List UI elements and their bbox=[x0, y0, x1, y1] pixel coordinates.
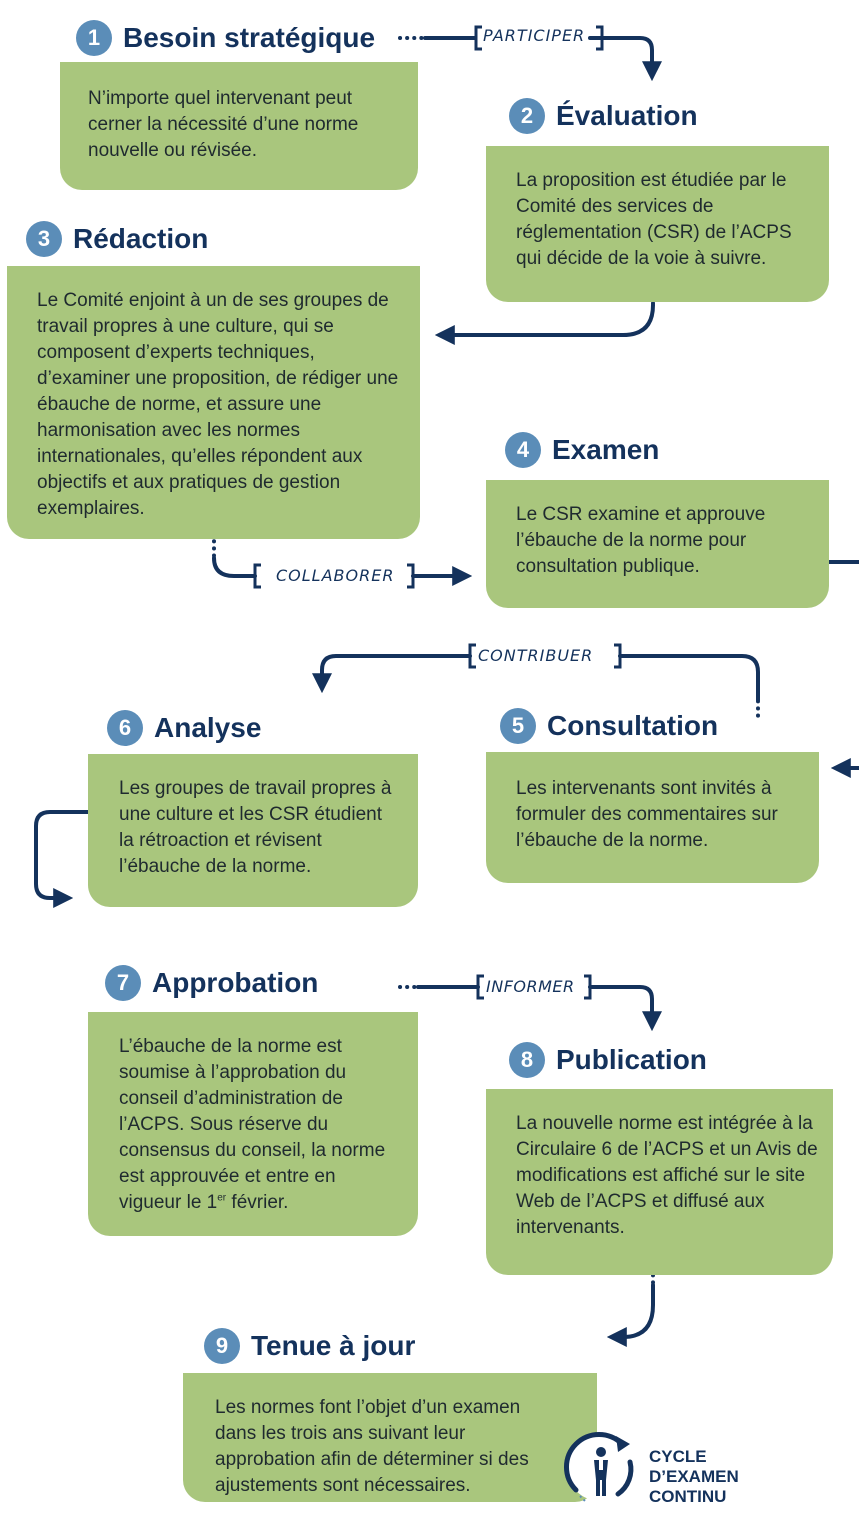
step-8-title: Publication bbox=[556, 1044, 707, 1075]
step-3-box: Le Comité enjoint à un de ses groupes de… bbox=[7, 266, 420, 539]
step-8-heading: 8 Publication bbox=[509, 1042, 707, 1078]
bracket-close-collaborer bbox=[407, 563, 415, 589]
bracket-open-contribuer bbox=[468, 643, 476, 669]
step-2-text: La proposition est étudiée par le Comité… bbox=[516, 170, 792, 269]
step-8-box: La nouvelle norme est intégrée à la Circ… bbox=[486, 1089, 833, 1275]
step-4-box: Le CSR examine et approuve l’ébauche de … bbox=[486, 480, 829, 608]
step-4-heading: 4 Examen bbox=[505, 432, 659, 468]
step-7-superscript: er bbox=[217, 1192, 227, 1204]
step-1-box: N’importe quel intervenant peut cerner l… bbox=[60, 62, 418, 190]
step-6-number: 6 bbox=[107, 710, 143, 746]
step-7-number: 7 bbox=[105, 965, 141, 1001]
step-7-box: L’ébauche de la norme est soumise à l’ap… bbox=[88, 1012, 418, 1236]
label-contribuer: CONTRIBUER bbox=[478, 646, 594, 665]
step-7-heading: 7 Approbation bbox=[105, 965, 318, 1001]
step-6-box: Les groupes de travail propres à une cul… bbox=[88, 754, 418, 907]
bracket-open-collaborer bbox=[253, 563, 261, 589]
step-8-number: 8 bbox=[509, 1042, 545, 1078]
step-6-heading: 6 Analyse bbox=[107, 710, 261, 746]
bracket-open-informer bbox=[476, 974, 484, 1000]
step-8-text: La nouvelle norme est intégrée à la Circ… bbox=[516, 1113, 818, 1238]
step-4-title: Examen bbox=[552, 434, 660, 465]
step-1-title: Besoin stratégique bbox=[123, 22, 376, 53]
arrow-informer bbox=[416, 985, 652, 1024]
step-5-text: Les intervenants sont invités à formuler… bbox=[516, 778, 778, 851]
arrow-participer bbox=[423, 36, 652, 74]
arrow-collaborer bbox=[212, 556, 465, 576]
step-1-number: 1 bbox=[76, 20, 112, 56]
step-5-title: Consultation bbox=[547, 710, 719, 741]
step-2-number: 2 bbox=[509, 98, 545, 134]
step-1-heading: 1 Besoin stratégique bbox=[76, 20, 375, 56]
continuous-review-cycle-icon bbox=[564, 1432, 634, 1503]
step-9-text: Les normes font l’objet d’un examen dans… bbox=[215, 1397, 529, 1496]
step-2-box: La proposition est étudiée par le Comité… bbox=[486, 146, 829, 302]
cycle-line-2: D’EXAMEN bbox=[649, 1467, 739, 1486]
step-5-number: 5 bbox=[500, 708, 536, 744]
cycle-line-3: CONTINU bbox=[649, 1487, 727, 1506]
arrow-evaluation-to-redaction bbox=[434, 303, 655, 345]
step-9-box: Les normes font l’objet d’un examen dans… bbox=[183, 1373, 597, 1502]
arrow-analyse-to-approbation bbox=[34, 810, 90, 908]
bracket-close-informer bbox=[584, 974, 592, 1000]
bracket-close-contribuer bbox=[614, 643, 622, 669]
step-5-heading: 5 Consultation bbox=[500, 708, 718, 744]
step-4-text: Le CSR examine et approuve l’ébauche de … bbox=[516, 504, 766, 577]
bracket-open-participer bbox=[474, 25, 482, 51]
step-9-number: 9 bbox=[204, 1328, 240, 1364]
cycle-label: CYCLE D’EXAMEN CONTINU bbox=[649, 1447, 739, 1507]
step-7-text: L’ébauche de la norme est soumise à l’ap… bbox=[119, 1036, 386, 1213]
step-1-text: N’importe quel intervenant peut cerner l… bbox=[88, 88, 359, 161]
step-7-title: Approbation bbox=[152, 967, 319, 998]
step-6-text: Les groupes de travail propres à une cul… bbox=[119, 778, 392, 877]
step-2-title: Évaluation bbox=[556, 100, 698, 131]
arrow-contribuer bbox=[322, 654, 760, 700]
cycle-line-1: CYCLE bbox=[649, 1447, 707, 1466]
step-3-title: Rédaction bbox=[73, 223, 209, 254]
step-6-title: Analyse bbox=[154, 712, 262, 743]
step-4-number: 4 bbox=[505, 432, 541, 468]
step-3-number: 3 bbox=[26, 221, 62, 257]
step-3-text: Le Comité enjoint à un de ses groupes de… bbox=[37, 290, 399, 519]
label-participer: PARTICIPER bbox=[483, 26, 586, 45]
bracket-close-participer bbox=[596, 25, 604, 51]
step-3-heading: 3 Rédaction bbox=[26, 221, 208, 257]
step-9-title: Tenue à jour bbox=[251, 1330, 416, 1361]
step-9-heading: 9 Tenue à jour bbox=[204, 1328, 415, 1364]
step-5-box: Les intervenants sont invités à formuler… bbox=[486, 752, 819, 883]
label-collaborer: COLLABORER bbox=[276, 566, 395, 585]
arrow-publication-to-tenue bbox=[606, 1283, 655, 1347]
step-2-heading: 2 Évaluation bbox=[509, 98, 698, 134]
label-informer: INFORMER bbox=[486, 977, 575, 996]
